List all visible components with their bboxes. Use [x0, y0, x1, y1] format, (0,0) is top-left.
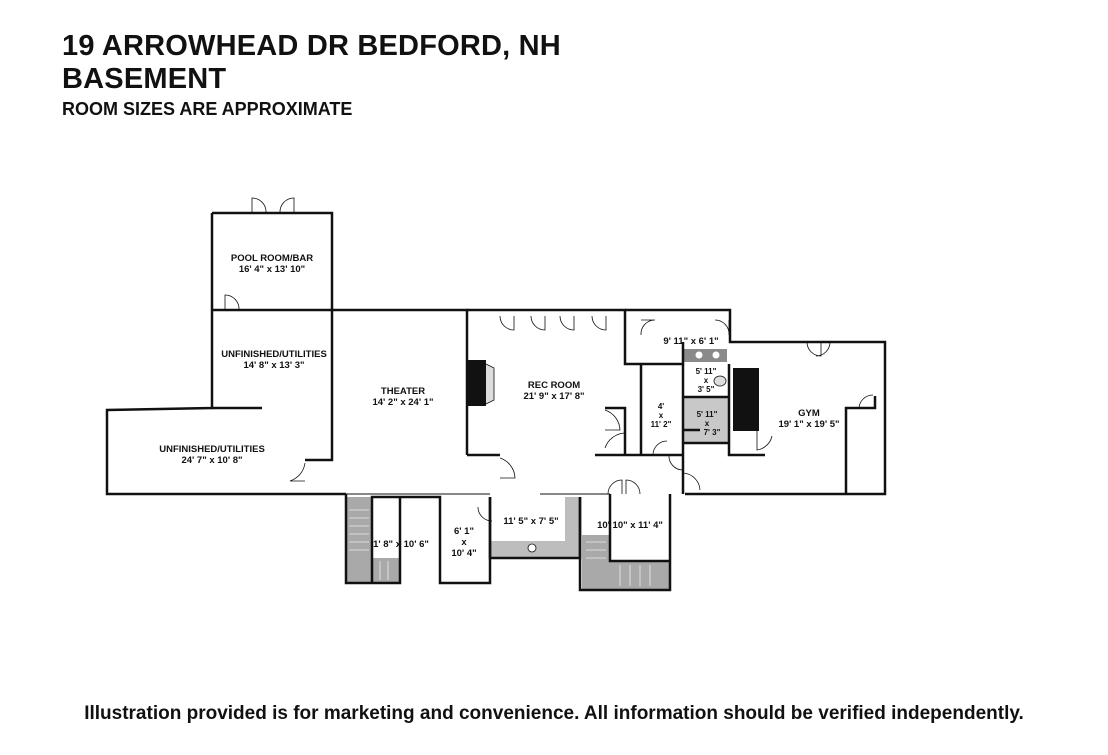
sink-right-icon [712, 351, 720, 359]
approximate-note: ROOM SIZES ARE APPROXIMATE [62, 99, 353, 119]
shower-x: x [705, 419, 710, 428]
theater-size: 14' 2" x 24' 1" [372, 397, 433, 408]
pool-room-walls [212, 211, 334, 312]
plan-header: 19 ARROWHEAD DR BEDFORD, NH BASEMENT ROO… [62, 30, 561, 120]
closet-b-width: 4' [658, 402, 664, 411]
theater-screen-block [468, 360, 486, 406]
unfinished-lower-name: UNFINISHED/UTILITIES [159, 444, 265, 455]
gym-name: GYM [798, 408, 820, 419]
level-title: BASEMENT [62, 63, 227, 95]
storage-mid-depth: 10' 4" [451, 548, 476, 559]
storage-left-size: 1' 8" x 10' 6" [373, 539, 429, 550]
room-right-size: 10' 10" x 11' 4" [597, 520, 663, 531]
rec-room-size: 21' 9" x 17' 8" [523, 391, 584, 402]
shower-fill [683, 397, 729, 443]
exterior-wall-left [105, 213, 346, 496]
pool-room-size: 16' 4" x 13' 10" [239, 264, 305, 275]
storage-mid-x: x [461, 537, 467, 548]
shower-depth: 7' 3" [704, 428, 721, 437]
bath-size: 9' 11" x 6' 1" [663, 336, 718, 347]
gym-inner-wall [844, 396, 877, 494]
sink-left-icon [695, 351, 703, 359]
theater-walls [305, 308, 469, 462]
disclaimer-footer: Illustration provided is for marketing a… [84, 703, 1024, 724]
closet-b-x: x [659, 411, 664, 420]
closet-b-depth: 11' 2" [651, 420, 672, 429]
bath-top-walls [625, 308, 887, 496]
unfinished-upper-size: 14' 8" x 13' 3" [243, 360, 304, 371]
rec-room-name: REC ROOM [528, 380, 580, 391]
bath-vanity [683, 349, 727, 362]
hall-size: 11' 5" x 7' 5" [503, 516, 558, 527]
door-swings [224, 197, 874, 522]
right-stair-treads [586, 541, 651, 586]
closet-a-width: 5' 11" [696, 367, 717, 376]
theater-name: THEATER [381, 386, 425, 397]
gym-block [733, 368, 759, 431]
left-stair-fill [346, 497, 372, 583]
rec-room-lower-wall [467, 406, 641, 457]
toilet-icon [713, 375, 727, 387]
unfinished-upper-name: UNFINISHED/UTILITIES [221, 349, 327, 360]
hall-sink-icon [527, 543, 537, 553]
fireplace-icon [485, 363, 495, 405]
left-stair-landing [372, 558, 400, 583]
gym-size: 19' 1" x 19' 5" [778, 419, 839, 430]
right-stair-fill [582, 535, 610, 590]
hall-counter-fill [490, 497, 580, 558]
rec-room-top-wall [467, 308, 685, 366]
storage-mid-width: 6' 1" [454, 526, 474, 537]
closet-a-depth: 3' 5" [698, 385, 715, 394]
shower-width: 5' 11" [697, 410, 718, 419]
right-lower-room [578, 494, 672, 592]
pool-room-name: POOL ROOM/BAR [231, 253, 313, 264]
left-stair-treads [349, 509, 389, 580]
unfinished-lower-size: 24' 7" x 10' 8" [181, 455, 242, 466]
closet-a-x: x [704, 376, 709, 385]
address-title: 19 ARROWHEAD DR BEDFORD, NH [62, 30, 561, 62]
closet-walls [639, 364, 765, 494]
